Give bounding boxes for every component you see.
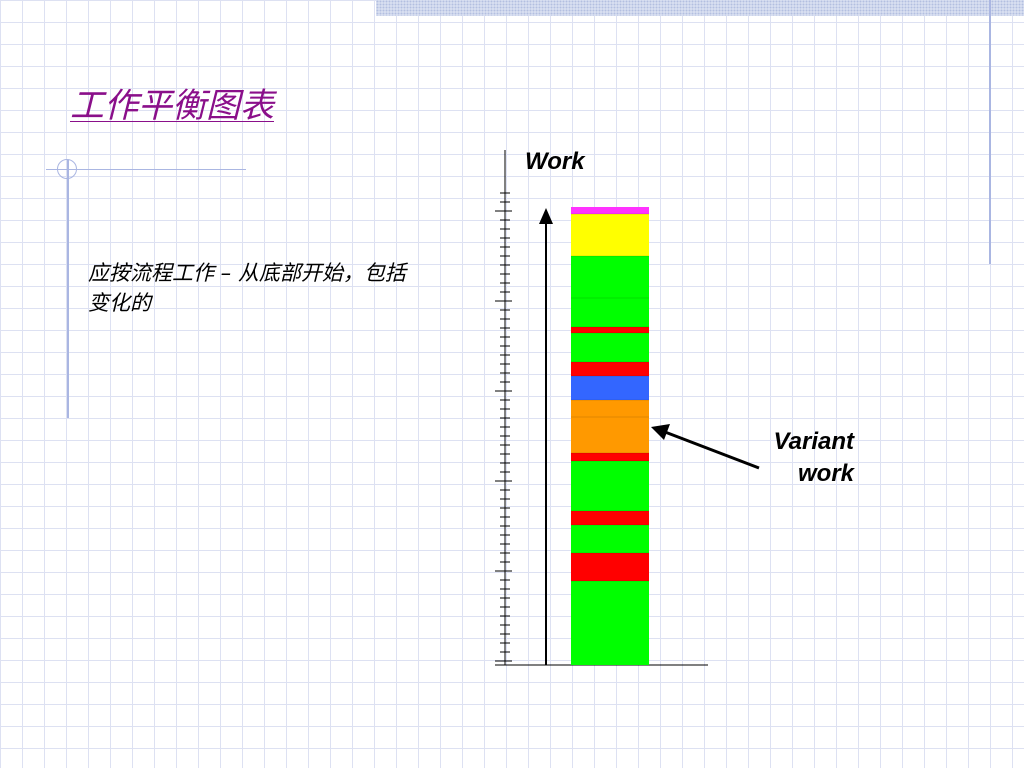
bar-segment-15 (571, 207, 649, 214)
title-underline-rule (46, 169, 246, 170)
bar-segment-12 (571, 298, 649, 327)
right-decorative-line (989, 0, 991, 264)
work-label: Work (525, 148, 585, 175)
bar-segment-3 (571, 511, 649, 525)
variant-work-label: Variant work (720, 426, 854, 490)
top-decorative-band (376, 0, 1024, 16)
bar-segment-14 (571, 214, 649, 256)
y-axis-ticks (495, 192, 512, 662)
bar-segment-0 (571, 581, 649, 665)
bar-segment-10 (571, 333, 649, 362)
bar-segment-7 (571, 400, 649, 417)
variant-pointer-shaft (664, 430, 760, 470)
bar-segment-2 (571, 525, 649, 553)
variant-pointer-head (651, 424, 670, 440)
bar-segment-6 (571, 417, 649, 453)
bar-segment-4 (571, 461, 649, 511)
work-arrow-head (539, 208, 553, 224)
bar-segment-1 (571, 553, 649, 581)
stacked-bar (571, 207, 649, 665)
bar-segment-11 (571, 327, 649, 333)
bar-segment-8 (571, 376, 649, 400)
bar-segment-13 (571, 256, 649, 298)
left-decorative-line (67, 160, 69, 418)
slide-body-text: 应按流程工作 – 从底部开始，包括变化的 (88, 261, 406, 315)
bar-segment-9 (571, 362, 649, 376)
circle-decoration (57, 159, 77, 179)
variant-work-label-line-2: work (797, 460, 854, 487)
slide-title: 工作平衡图表 (70, 86, 274, 126)
bar-segment-5 (571, 453, 649, 461)
variant-work-label-line-1: Variant (773, 428, 854, 455)
